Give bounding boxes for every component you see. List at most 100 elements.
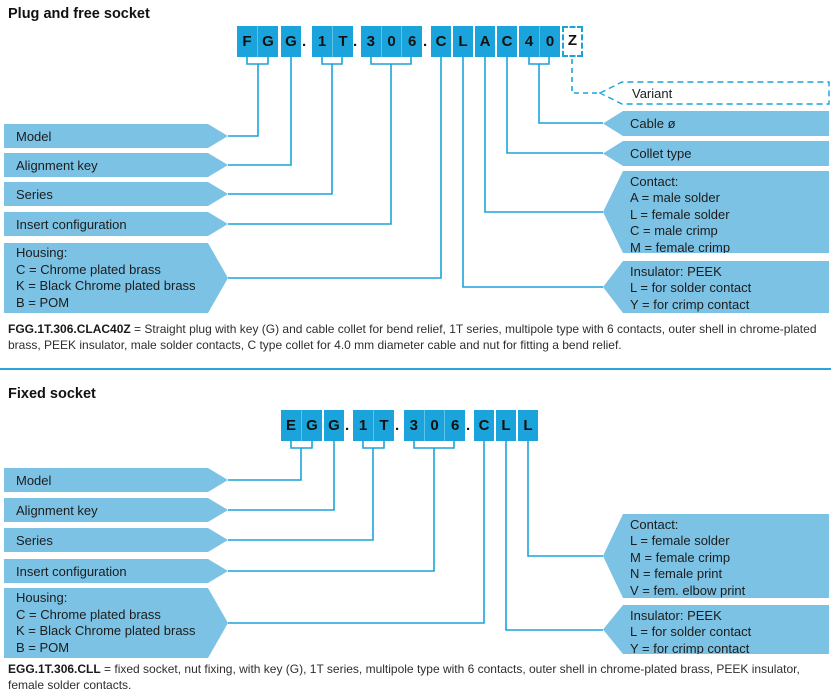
pennant-series-socket: Series <box>4 528 228 552</box>
code-group-housing: C <box>431 26 451 57</box>
line-insulator-plug <box>462 57 603 288</box>
code-char: C <box>501 33 513 50</box>
code-char: 0 <box>387 33 396 50</box>
code-char: 6 <box>407 33 417 50</box>
socket-section-heading: Fixed socket <box>8 386 96 402</box>
code-char: F <box>242 33 252 50</box>
char-separator <box>539 26 540 57</box>
char-separator <box>257 26 258 57</box>
code-dot: . <box>345 417 350 434</box>
pennant-cable-diameter: Cable ø <box>603 111 829 136</box>
char-separator <box>380 26 382 57</box>
char-separator <box>444 410 446 441</box>
char-separator <box>301 410 302 441</box>
pennant-insert-configuration-socket: Insert configuration <box>4 559 228 583</box>
pennant-alignment-key-socket: Alignment key <box>4 498 228 522</box>
code-char: G <box>262 33 274 50</box>
code-group-insulator: L <box>453 26 473 57</box>
bracket-1t <box>321 57 343 65</box>
code-char: 6 <box>450 417 460 434</box>
code-char: E <box>285 417 296 434</box>
line-series-plug <box>228 64 333 195</box>
code-char: 1 <box>317 33 327 50</box>
pennant-model-socket: Model <box>4 468 228 492</box>
pennant-insert-configuration-plug: Insert configuration <box>4 212 228 236</box>
line-contact-plug <box>484 57 603 213</box>
char-separator <box>373 410 374 441</box>
code-char: 3 <box>366 33 375 50</box>
code-char: 4 <box>524 33 534 50</box>
pennant-series-plug: Series <box>4 182 228 206</box>
plug-caption-code: FGG.1T.306.CLAC40Z <box>8 322 131 336</box>
plug-caption: FGG.1T.306.CLAC40Z = Straight plug with … <box>8 321 828 353</box>
socket-caption-code: EGG.1T.306.CLL <box>8 662 101 676</box>
variant-pennant-outline <box>598 81 830 105</box>
pennant-alignment-key-plug: Alignment key <box>4 153 228 177</box>
pennant-insulator-plug: Insulator: PEEK L = for solder contact Y… <box>603 261 829 313</box>
char-separator <box>401 26 403 57</box>
line-housing-plug <box>228 57 442 279</box>
line-housing-socket <box>228 441 485 624</box>
line-insert-socket <box>228 448 435 572</box>
pennant-model-plug: Model <box>4 124 228 148</box>
pennant-contact-socket: Contact: L = female solder M = female cr… <box>603 514 829 598</box>
code-char: L <box>501 417 511 434</box>
line-cable-plug <box>538 64 603 124</box>
socket-caption-text: = fixed socket, nut fixing, with key (G)… <box>8 662 800 692</box>
code-char: G <box>285 33 297 50</box>
line-insert-plug <box>228 64 392 225</box>
code-group-g: G <box>281 26 301 57</box>
code-char: 0 <box>430 417 439 434</box>
code-char: C <box>435 33 447 50</box>
char-separator <box>423 410 425 441</box>
code-group-contact: L <box>518 410 538 441</box>
code-char: G <box>328 417 340 434</box>
bracket-40 <box>528 57 550 65</box>
line-contact-socket <box>527 441 603 557</box>
code-char: T <box>379 417 389 434</box>
line-alignment-socket <box>228 441 335 511</box>
code-group-insulator: L <box>496 410 516 441</box>
code-char: 1 <box>358 417 368 434</box>
bracket-306 <box>370 57 412 65</box>
bracket-eg <box>290 441 313 449</box>
line-insulator-socket <box>505 441 603 631</box>
line-variant-dashed <box>571 59 600 94</box>
code-dot: . <box>302 33 307 50</box>
pennant-housing-plug: Housing: C = Chrome plated brass K = Bla… <box>4 243 228 313</box>
code-char: L <box>458 33 468 50</box>
code-group-g: G <box>324 410 344 441</box>
line-model-plug <box>228 64 259 137</box>
code-char: A <box>479 33 491 50</box>
code-char: 3 <box>409 417 418 434</box>
code-group-housing: C <box>474 410 494 441</box>
code-char: L <box>523 417 533 434</box>
code-char: C <box>478 417 490 434</box>
plug-section-heading: Plug and free socket <box>8 6 150 22</box>
bracket-fg <box>246 57 269 65</box>
code-group-variant: Z <box>562 26 583 57</box>
code-dot: . <box>466 417 471 434</box>
pennant-collet-type: Collet type <box>603 141 829 166</box>
line-alignment-plug <box>228 57 292 166</box>
pennant-contact-plug: Contact: A = male solder L = female sold… <box>603 171 829 253</box>
line-series-socket <box>228 448 374 541</box>
bracket-306-socket <box>413 441 455 449</box>
pennant-housing-socket: Housing: C = Chrome plated brass K = Bla… <box>4 588 228 658</box>
bracket-1t-socket <box>362 441 385 449</box>
section-divider <box>0 368 831 370</box>
line-model-socket <box>228 448 302 481</box>
code-group-contact: A <box>475 26 495 57</box>
code-char: T <box>338 33 348 50</box>
code-dot: . <box>353 33 358 50</box>
code-char: 0 <box>545 33 555 50</box>
plug-caption-text: = Straight plug with key (G) and cable c… <box>8 322 817 352</box>
code-char: G <box>306 417 318 434</box>
code-dot: . <box>423 33 428 50</box>
